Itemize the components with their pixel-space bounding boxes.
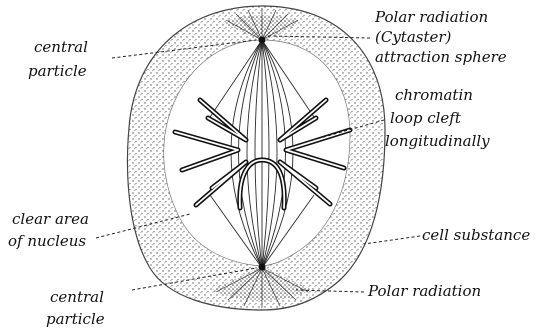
label-polar-radiation-top: Polar radiation (Cytaster) attraction sp… <box>374 8 507 66</box>
label-clear-area: clear area of nucleus <box>8 210 94 250</box>
label-central-particle-bottom: central particle <box>46 288 109 328</box>
central-particle-top <box>259 37 266 44</box>
central-particle-bottom <box>259 264 266 271</box>
label-central-particle-top: central particle <box>28 38 93 80</box>
label-polar-radiation-bottom: Polar radiation <box>367 282 481 300</box>
label-chromatin: chromatin loop cleft longitudinally <box>385 86 490 150</box>
leader-cell-substance <box>364 236 420 244</box>
label-cell-substance: cell substance <box>422 226 530 244</box>
